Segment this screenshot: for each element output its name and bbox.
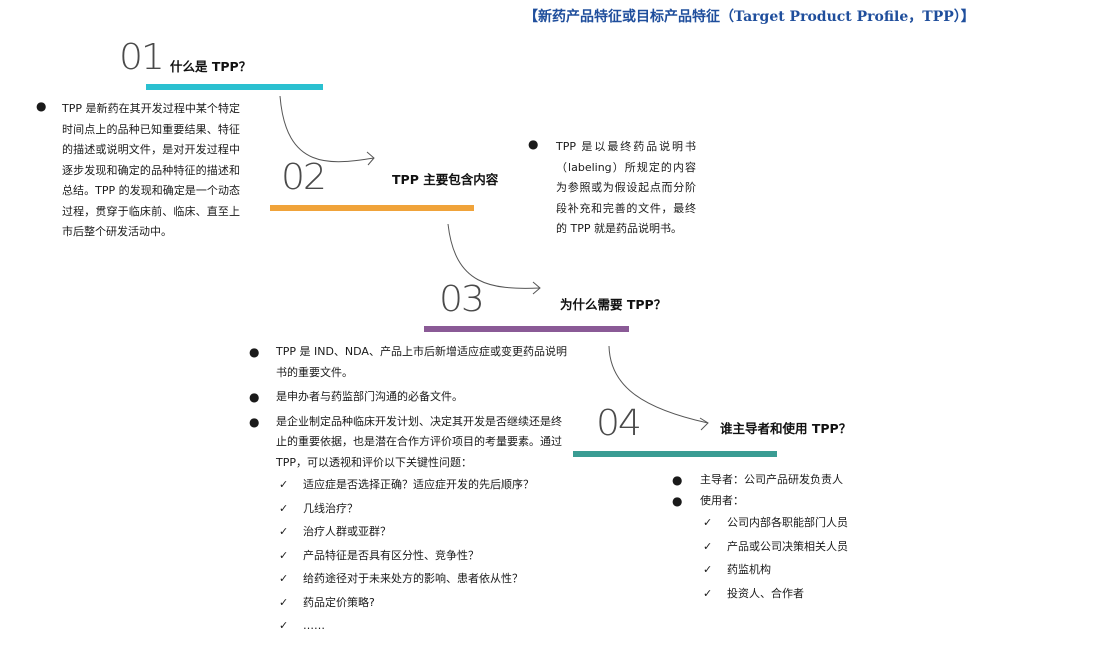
bullet-text: 是申办者与药监部门沟通的必备文件。 bbox=[276, 390, 463, 403]
check-icon: ✓ bbox=[703, 563, 713, 576]
step-04-heading: 谁主导者和使用 TPP？ bbox=[720, 421, 852, 436]
step-01-heading: 什么是 TPP？ bbox=[170, 59, 252, 74]
check-icon: ✓ bbox=[279, 572, 289, 585]
list-item: ● 使用者： bbox=[672, 491, 900, 512]
check-text: 药监机构 bbox=[727, 563, 771, 576]
check-icon: ✓ bbox=[703, 516, 713, 529]
step-04-checklist: ✓ 公司内部各职能部门人员 ✓ 产品或公司决策相关人员 ✓ 药监机构 ✓ 投资人、合作者 bbox=[703, 513, 900, 605]
step-04-bar bbox=[573, 451, 777, 457]
check-icon: ✓ bbox=[279, 478, 289, 491]
check-text: 几线治疗？ bbox=[303, 501, 358, 515]
check-item: ✓ 药监机构 bbox=[703, 560, 900, 581]
step-04-bullets: ● 主导者：公司产品研发负责人 ● 使用者： bbox=[672, 470, 900, 512]
step-03-bullets: ● TPP 是 IND、NDA、产品上市后新增适应症或变更药品说明书的重要文件。… bbox=[249, 342, 568, 474]
check-icon: ✓ bbox=[279, 525, 289, 538]
check-item: ✓ 药品定价策略? bbox=[279, 593, 568, 614]
step-03-body: ● TPP 是 IND、NDA、产品上市后新增适应症或变更药品说明书的重要文件。… bbox=[249, 342, 568, 637]
step-03-bar bbox=[424, 326, 629, 332]
check-text: 产品特征是否具有区分性、竞争性？ bbox=[303, 548, 479, 562]
step-03-heading: 为什么需要 TPP？ bbox=[560, 297, 667, 312]
check-item: ✓ …… bbox=[279, 616, 568, 637]
bullet-text: 主导者：公司产品研发负责人 bbox=[700, 473, 843, 486]
check-item: ✓ 几线治疗？ bbox=[279, 499, 568, 520]
step-02-body: ● TPP 是以最终药品说明书（labeling）所规定的内容为参照或为假设起点… bbox=[528, 137, 696, 240]
check-text: 投资人、合作者 bbox=[727, 586, 804, 600]
check-icon: ✓ bbox=[279, 595, 289, 609]
step-03-number: 03 bbox=[438, 279, 485, 320]
page-title: 【新药产品特征或目标产品特征（Target Product Profile，TP… bbox=[524, 9, 975, 25]
list-item: ● 主导者：公司产品研发负责人 bbox=[672, 470, 900, 491]
step-02-paragraph: TPP 是以最终药品说明书（labeling）所规定的内容为参照或为假设起点而分… bbox=[556, 140, 696, 235]
check-text: …… bbox=[303, 619, 325, 632]
check-item: ✓ 产品或公司决策相关人员 bbox=[703, 537, 900, 558]
check-icon: ✓ bbox=[279, 548, 289, 562]
step-02-bar bbox=[270, 205, 474, 211]
bullet-text: TPP 是 IND、NDA、产品上市后新增适应症或变更药品说明书的重要文件。 bbox=[276, 345, 567, 379]
arrow-01-to-02-head bbox=[366, 151, 375, 166]
arrow-03-to-04-head bbox=[699, 417, 709, 431]
check-item: ✓ 产品特征是否具有区分性、竞争性？ bbox=[279, 546, 568, 567]
bullet-dot: ● bbox=[672, 493, 683, 508]
bullet-dot: ● bbox=[249, 414, 260, 429]
check-item: ✓ 给药途径对于未来处方的影响、患者依从性？ bbox=[279, 569, 568, 590]
bullet-dot: ● bbox=[249, 390, 260, 404]
check-text: 适应症是否选择正确？适应症开发的先后顺序？ bbox=[303, 478, 534, 491]
bullet-dot: ● bbox=[672, 473, 683, 487]
bullet-text: 使用者： bbox=[700, 493, 744, 507]
step-03-checklist: ✓适应症是否选择正确？适应症开发的先后顺序？ ✓几线治疗？ ✓治疗人群或亚群？ … bbox=[279, 475, 568, 637]
step-01-bar bbox=[146, 84, 323, 90]
step-01-number: 01 bbox=[118, 37, 165, 78]
check-text: 治疗人群或亚群？ bbox=[303, 525, 391, 538]
check-icon: ✓ bbox=[703, 586, 713, 600]
check-item: ✓ 治疗人群或亚群？ bbox=[279, 522, 568, 543]
check-item: ✓ 适应症是否选择正确？适应症开发的先后顺序？ bbox=[279, 475, 568, 496]
step-01-paragraph: TPP 是新药在其开发过程中某个特定时间点上的品种已知重要结果、特征的描述或说明… bbox=[62, 102, 240, 238]
check-text: 公司内部各职能部门人员 bbox=[727, 516, 848, 529]
step-04-body: ● 主导者：公司产品研发负责人 ● 使用者： ✓ 公司内部各职能部门人员 ✓ 产品或… bbox=[672, 470, 900, 605]
check-text: 药品定价策略? bbox=[303, 595, 375, 609]
bullet-dot: ● bbox=[249, 345, 260, 359]
bullet-dot: ● bbox=[528, 137, 539, 151]
check-text: 给药途径对于未来处方的影响、患者依从性？ bbox=[303, 572, 523, 585]
list-item: ● 是企业制定品种临床开发计划、决定其开发是否继续还是终止的重要依据，也是潜在合… bbox=[249, 412, 568, 474]
arrow-01-to-02 bbox=[279, 95, 375, 163]
arrow-02-to-03 bbox=[447, 223, 541, 289]
arrow-02-to-03-head bbox=[532, 281, 541, 295]
step-02-number: 02 bbox=[280, 157, 327, 198]
list-item: ● TPP 是 IND、NDA、产品上市后新增适应症或变更药品说明书的重要文件。 bbox=[249, 342, 568, 383]
check-icon: ✓ bbox=[279, 501, 289, 515]
bullet-dot: ● bbox=[36, 99, 47, 113]
step-01-body: ● TPP 是新药在其开发过程中某个特定时间点上的品种已知重要结果、特征的描述或… bbox=[36, 99, 240, 243]
check-icon: ✓ bbox=[279, 619, 289, 632]
check-icon: ✓ bbox=[703, 539, 713, 553]
bullet-text: 是企业制定品种临床开发计划、决定其开发是否继续还是终止的重要依据，也是潜在合作方… bbox=[276, 414, 562, 469]
check-item: ✓ 投资人、合作者 bbox=[703, 584, 900, 605]
check-item: ✓ 公司内部各职能部门人员 bbox=[703, 513, 900, 534]
arrow-03-to-04 bbox=[608, 345, 709, 424]
step-04-number: 04 bbox=[595, 403, 642, 444]
check-text: 产品或公司决策相关人员 bbox=[727, 539, 848, 553]
list-item: ● 是申办者与药监部门沟通的必备文件。 bbox=[249, 387, 568, 408]
step-02-heading: TPP 主要包含内容 bbox=[392, 172, 499, 187]
